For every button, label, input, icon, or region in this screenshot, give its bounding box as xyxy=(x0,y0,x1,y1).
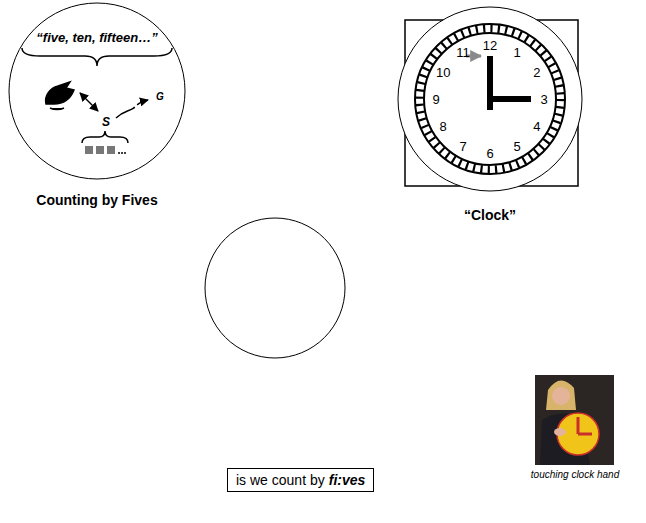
circle-heading: Counting by Fives xyxy=(36,192,157,208)
clock-rim xyxy=(424,33,556,165)
hour-hand xyxy=(487,96,531,102)
speech-text: “five, ten, fifteen…” xyxy=(36,30,157,45)
dot xyxy=(121,152,123,154)
square xyxy=(96,146,104,154)
clock-numeral: 1 xyxy=(513,45,520,60)
brace xyxy=(22,48,172,66)
dot xyxy=(124,152,126,154)
transcript-box: is we count byfi:ves xyxy=(227,468,374,492)
double-arrow xyxy=(80,93,98,111)
circle-outline xyxy=(397,6,583,192)
clock-numeral: 4 xyxy=(533,119,540,134)
clock-numeral: 8 xyxy=(440,119,447,134)
photo xyxy=(535,375,614,465)
clock-ground xyxy=(398,7,582,191)
brace xyxy=(82,131,128,143)
square xyxy=(85,146,93,154)
wavy-arrow xyxy=(116,100,148,118)
square xyxy=(107,146,115,154)
clock-numeral: 10 xyxy=(436,65,450,80)
clock-numeral: 6 xyxy=(486,146,493,161)
clock-rim xyxy=(415,24,565,174)
clock-numeral: 3 xyxy=(540,92,547,107)
clock-numeral: 2 xyxy=(533,65,540,80)
circle-heading: “Clock” xyxy=(464,207,516,223)
photo-caption: touching clock hand xyxy=(531,469,619,480)
dot xyxy=(118,152,120,154)
clock-numeral: 12 xyxy=(483,38,497,53)
hand-icon xyxy=(46,82,74,110)
symbol-label: G xyxy=(156,91,164,102)
concept-circle: “Clock” xyxy=(397,6,583,192)
empty-circle xyxy=(205,218,345,358)
emphasis-text: fi:ves xyxy=(329,472,366,488)
transcript-text: is we count by xyxy=(236,472,325,488)
concept-circle: “five, ten, fifteen…”SGCounting by Fives xyxy=(8,2,186,180)
symbol-label: S xyxy=(102,115,110,129)
clock-numeral: 9 xyxy=(432,92,439,107)
clock-numeral: 11 xyxy=(456,45,470,60)
clock-numeral: 7 xyxy=(459,138,466,153)
clock-numeral: 5 xyxy=(513,138,520,153)
clock-ticks xyxy=(420,29,561,170)
